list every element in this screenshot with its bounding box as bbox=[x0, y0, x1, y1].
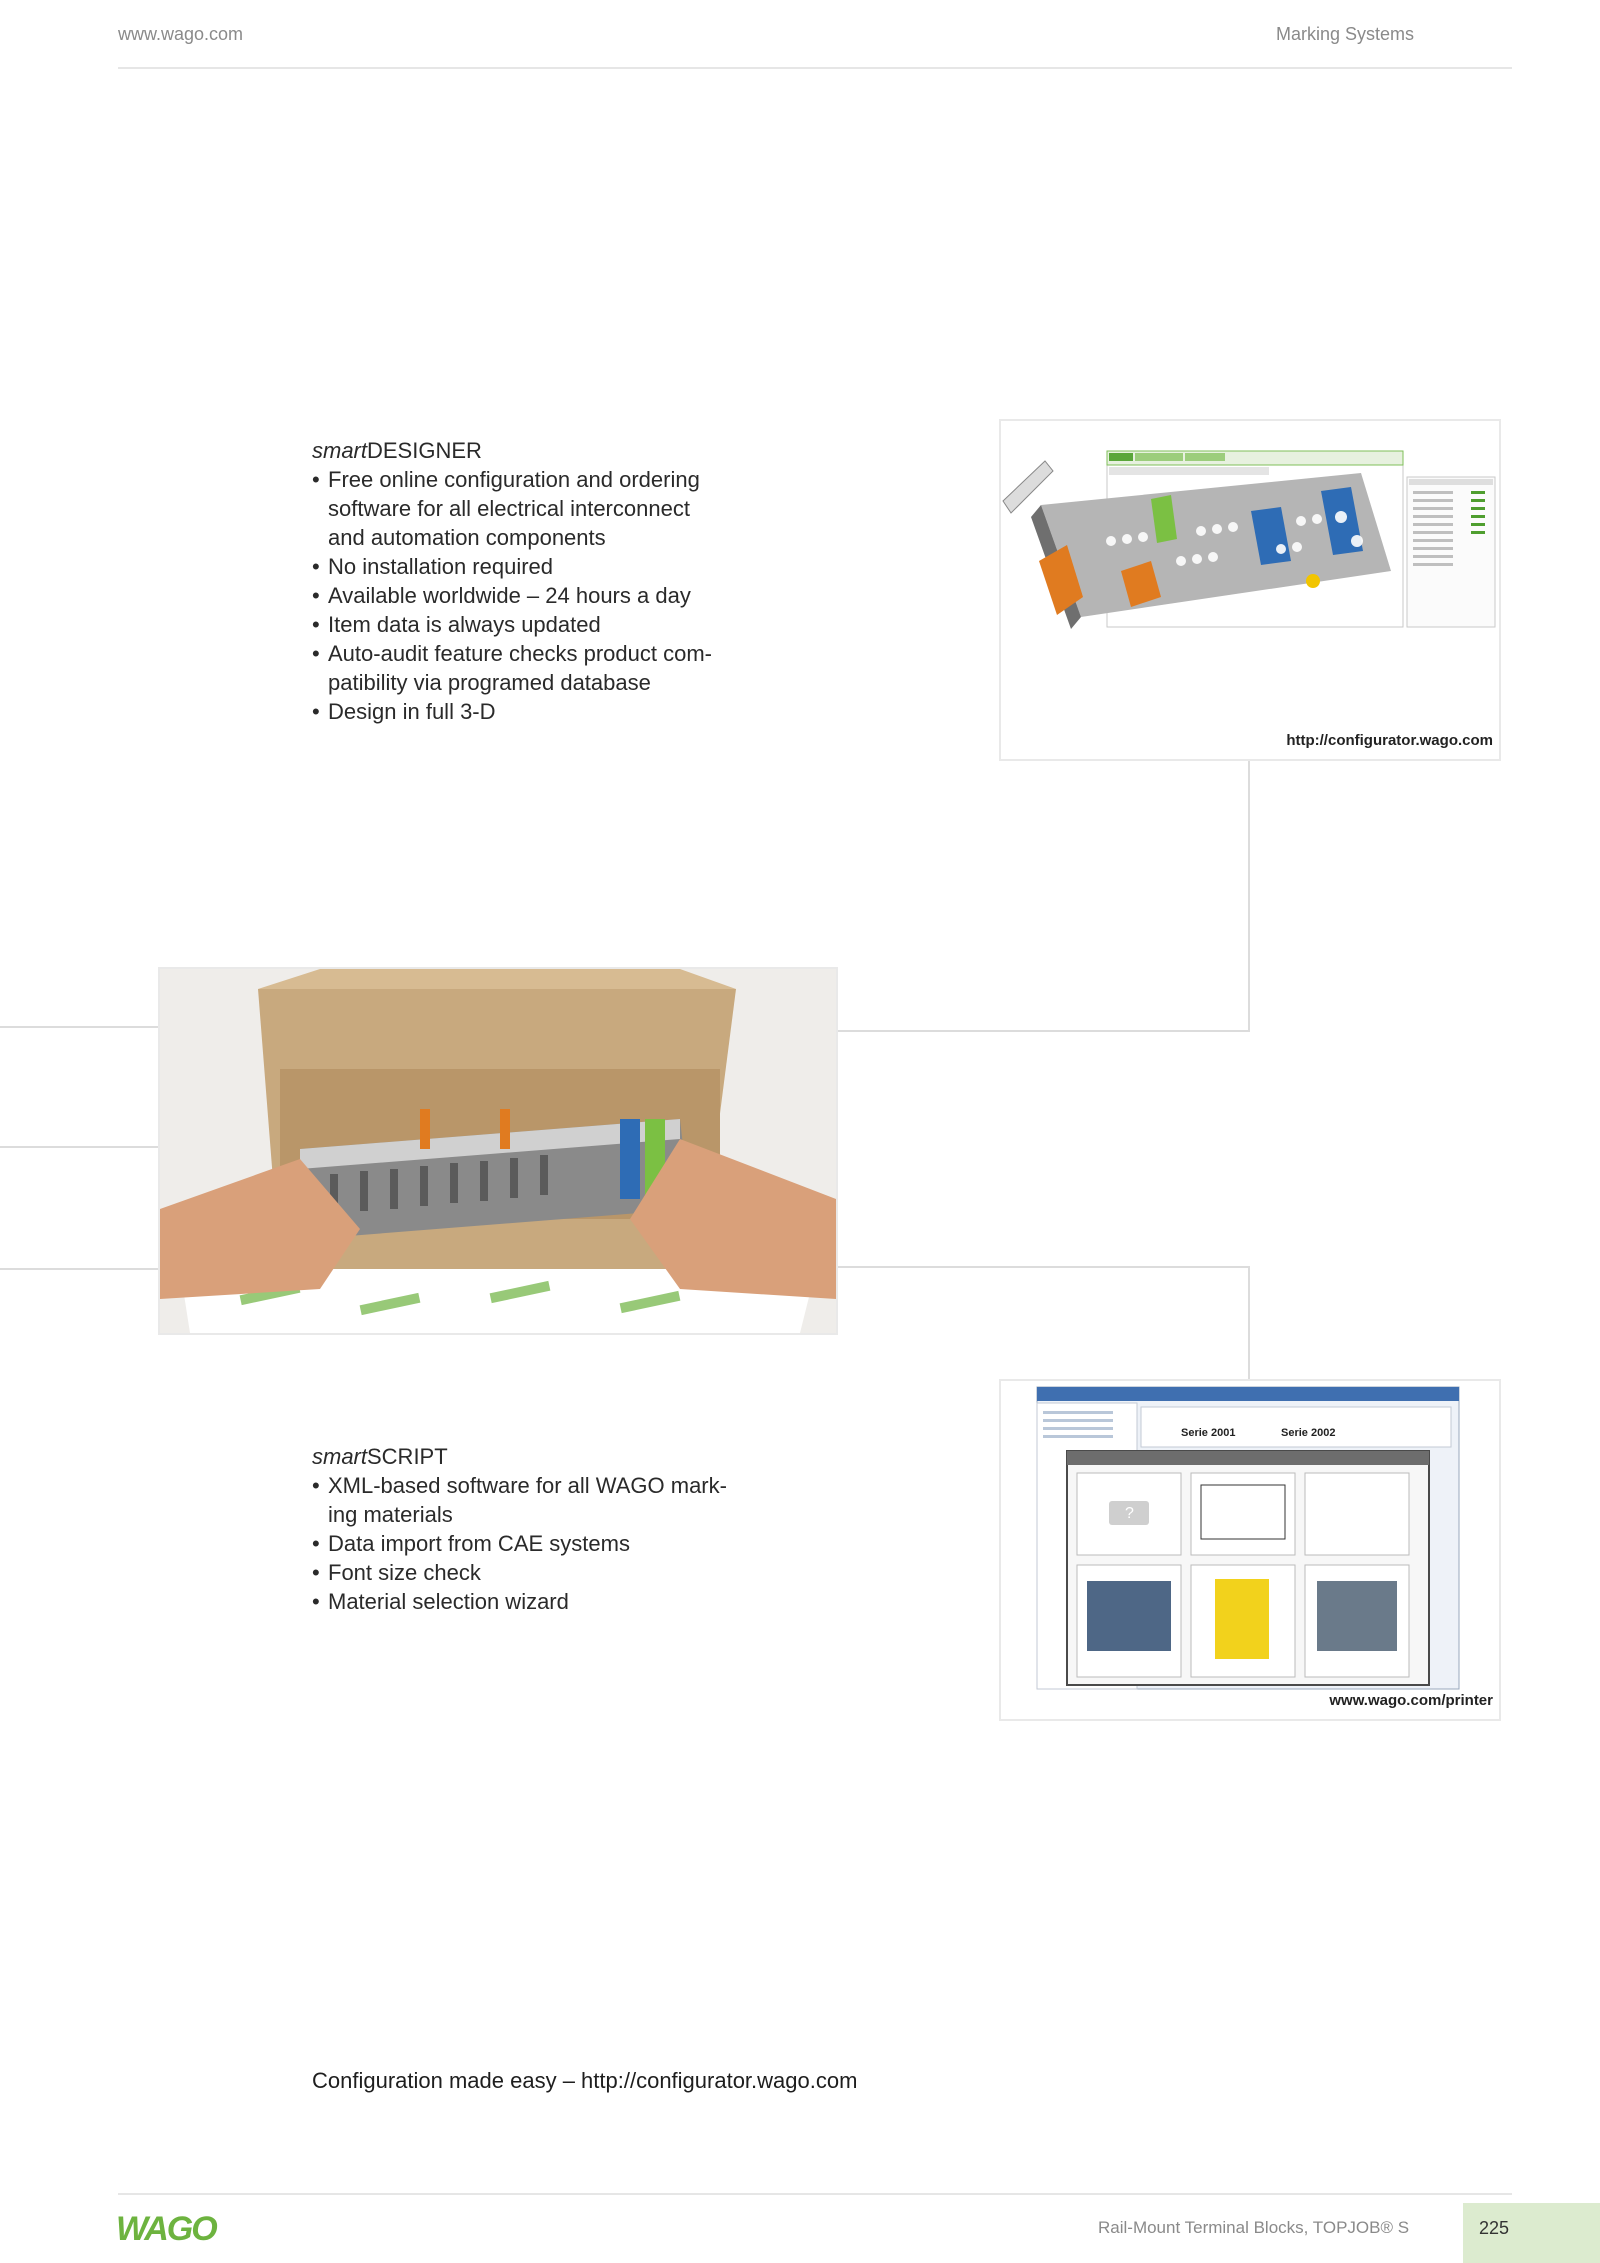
connector-line bbox=[0, 1026, 160, 1028]
page-number: 225 bbox=[1479, 2218, 1510, 2238]
bullet-item: Auto-audit feature checks product com- bbox=[312, 639, 712, 668]
tagline: Configuration made easy – http://configu… bbox=[312, 2068, 858, 2093]
connector-line bbox=[1248, 1266, 1250, 1380]
bullet-item: No installation required bbox=[312, 552, 712, 581]
smartdesigner-screenshot[interactable]: http://configurator.wago.com bbox=[999, 419, 1501, 761]
bullet-continuation: and automation components bbox=[328, 525, 606, 550]
connector-line bbox=[836, 1030, 1250, 1032]
connector-line bbox=[0, 1146, 160, 1148]
connector-line bbox=[0, 1268, 160, 1270]
bullet-item: Design in full 3-D bbox=[312, 697, 712, 726]
footer-rule bbox=[118, 2193, 1512, 2195]
smartscript-caption[interactable]: www.wago.com/printer bbox=[1329, 1692, 1493, 1709]
wago-logo: WAGO bbox=[116, 2210, 219, 2246]
bullet-item: Material selection wizard bbox=[312, 1587, 727, 1616]
terminal-block-box-image bbox=[160, 969, 836, 1333]
terminal-block-photo bbox=[158, 967, 838, 1335]
unknown-item-mark: ? bbox=[1125, 1505, 1134, 1522]
bullet-continuation: ing materials bbox=[328, 1502, 453, 1527]
bullet-item: Data import from CAE systems bbox=[312, 1529, 727, 1558]
serie-2002-label: Serie 2002 bbox=[1281, 1427, 1335, 1439]
smartscript-screenshot[interactable]: Serie 2001 Serie 2002 ? www.wago.com/pri… bbox=[999, 1379, 1501, 1721]
header-section: Marking Systems bbox=[1276, 24, 1415, 44]
bullet-continuation: patibility via programed database bbox=[328, 670, 651, 695]
smartdesigner-title: smartDESIGNER bbox=[312, 438, 482, 463]
wago-logo-text: WAGO bbox=[116, 2210, 217, 2246]
smartdesigner-text: smartDESIGNER Free online configuration … bbox=[312, 436, 712, 726]
bullet-item: Free online configuration and ordering bbox=[312, 465, 712, 494]
connector-line bbox=[1248, 758, 1250, 1032]
connector-line bbox=[836, 1266, 1250, 1268]
bullet-item: XML-based software for all WAGO mark- bbox=[312, 1471, 727, 1500]
bullet-item: Item data is always updated bbox=[312, 610, 712, 639]
header-url[interactable]: www.wago.com bbox=[118, 24, 244, 44]
smartscript-text: smartSCRIPT XML-based software for all W… bbox=[312, 1442, 727, 1616]
smartscript-window-illustration: Serie 2001 Serie 2002 ? bbox=[1036, 1386, 1460, 1690]
smartscript-title: smartSCRIPT bbox=[312, 1444, 448, 1469]
header-rule bbox=[118, 67, 1512, 69]
footer-product: Rail-Mount Terminal Blocks, TOPJOB® S bbox=[1098, 2218, 1410, 2237]
serie-2001-label: Serie 2001 bbox=[1181, 1427, 1235, 1439]
page-tab bbox=[1463, 2203, 1600, 2263]
bullet-item: Available worldwide – 24 hours a day bbox=[312, 581, 712, 610]
configurator-3d-illustration bbox=[1002, 450, 1496, 629]
bullet-continuation: software for all electrical interconnect bbox=[328, 496, 690, 521]
bullet-item: Font size check bbox=[312, 1558, 727, 1587]
smartdesigner-caption[interactable]: http://configurator.wago.com bbox=[1286, 732, 1493, 749]
